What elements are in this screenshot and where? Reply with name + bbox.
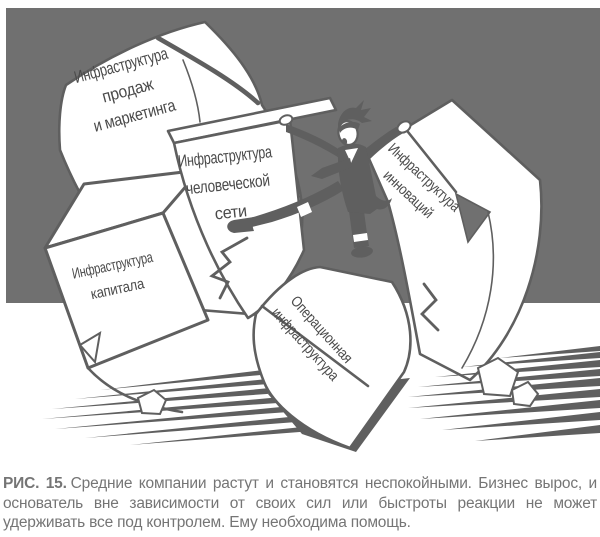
speed-line (52, 383, 324, 409)
speed-line (500, 346, 600, 358)
innovation-slab-fold (454, 192, 492, 244)
illustration-falling-blocks: Инфраструктура продаж и маркетинга Инфра… (6, 8, 600, 452)
rock (510, 380, 540, 408)
figure-caption: РИС. 15.Средние компании растут и станов… (0, 462, 600, 533)
man-open-mouth (341, 138, 348, 145)
speed-line (435, 360, 600, 377)
man-hair (338, 100, 372, 128)
speed-line (475, 425, 600, 441)
falling-man (227, 100, 412, 258)
man-left-sock (297, 202, 312, 217)
speed-line (100, 368, 282, 390)
caption-text: Средние компании растут и становятся нес… (3, 475, 597, 531)
rock (476, 356, 520, 398)
ground-crack-left (209, 236, 249, 300)
speed-line (442, 412, 600, 430)
operations-slab-inner-edge (260, 304, 370, 388)
operations-slab: Операционная инфраструктура (252, 265, 412, 450)
man-hair-fringe (339, 121, 360, 133)
man-left-arm (286, 124, 353, 167)
man-tie (311, 158, 352, 179)
capital-block: Инфраструктура капитала (43, 168, 210, 414)
network-slab-face (172, 118, 306, 320)
innovation-slab: Инфраструктура инноваций (364, 98, 543, 382)
debris-rocks (78, 331, 540, 416)
innovation-slab-body (364, 98, 543, 382)
rock (136, 388, 168, 416)
caption-figure-label: РИС. 15. (3, 475, 67, 492)
sales-slab-fold-edge (155, 35, 261, 106)
sales-slab-crease (182, 59, 201, 123)
speed-line (408, 389, 600, 408)
speed-line (75, 375, 307, 399)
capital-block-front-face (43, 211, 210, 370)
innovation-slab-face-edge (402, 125, 458, 194)
speed-line (42, 392, 337, 419)
man-left-shoe (227, 217, 254, 233)
network-slab: Инфраструктура человеческой сети (166, 96, 338, 320)
man-right-hand (396, 120, 412, 134)
speed-line (55, 401, 344, 429)
innovation-crack (420, 282, 440, 332)
speed-line (420, 400, 600, 419)
speed-lines (42, 346, 600, 445)
man-left-hand (278, 114, 294, 126)
man-right-arm (356, 127, 405, 163)
man-shirt-collar (345, 148, 358, 163)
rock (78, 331, 102, 365)
speed-line (85, 411, 349, 438)
network-slab-top-rim (166, 96, 338, 145)
man-left-leg (250, 181, 344, 227)
innovation-slab-inner-curve (461, 211, 495, 369)
man-right-shoe (351, 246, 373, 258)
man-right-sock (353, 233, 368, 242)
network-label-line3: сети (214, 201, 248, 223)
speed-line (130, 422, 352, 445)
